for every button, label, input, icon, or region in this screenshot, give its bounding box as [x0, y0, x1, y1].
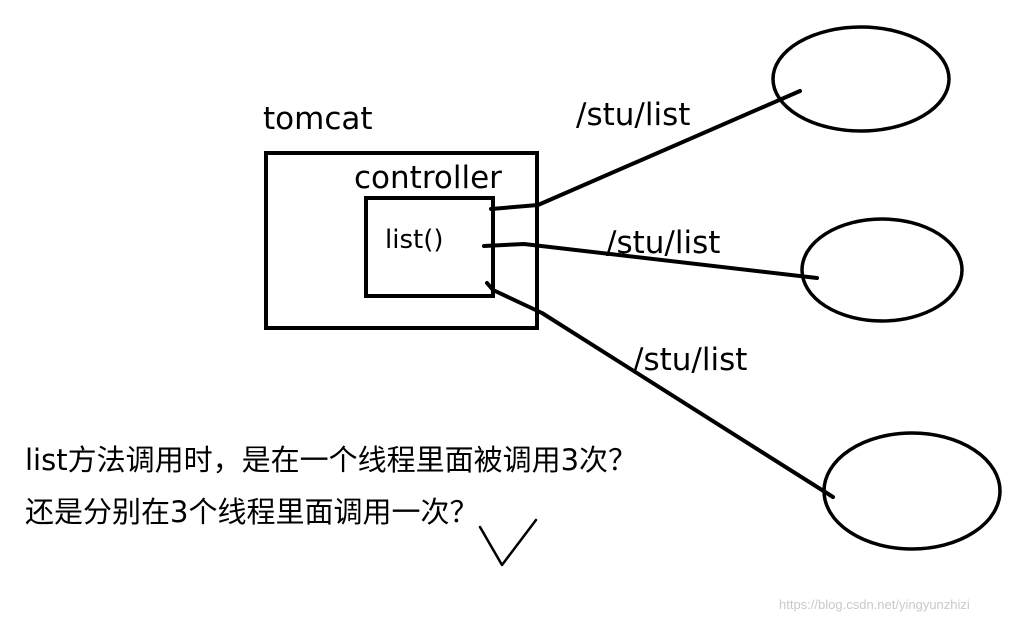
route-label-3: /stu/list [633, 342, 748, 378]
tomcat-label: tomcat [263, 101, 373, 137]
question-line-2: 还是分别在3个线程里面调用一次？ [25, 495, 479, 529]
client-ellipse-2 [800, 217, 964, 323]
request-line-2 [482, 242, 819, 280]
client-ellipse-1 [771, 25, 951, 133]
tomcat-box [264, 151, 539, 330]
route-label-2: /stu/list [606, 225, 721, 261]
watermark: https://blog.csdn.net/yingyunzhizi [779, 597, 970, 612]
route-label-1: /stu/list [576, 97, 691, 133]
client-ellipse-3 [822, 431, 1002, 551]
question-line-1: list方法调用时，是在一个线程里面被调用3次？ [25, 443, 638, 477]
request-line-1 [489, 89, 802, 211]
controller-label: controller [354, 160, 502, 196]
method-label: list() [385, 225, 444, 255]
checkmark-icon [478, 518, 538, 567]
request-line-3 [485, 281, 835, 499]
